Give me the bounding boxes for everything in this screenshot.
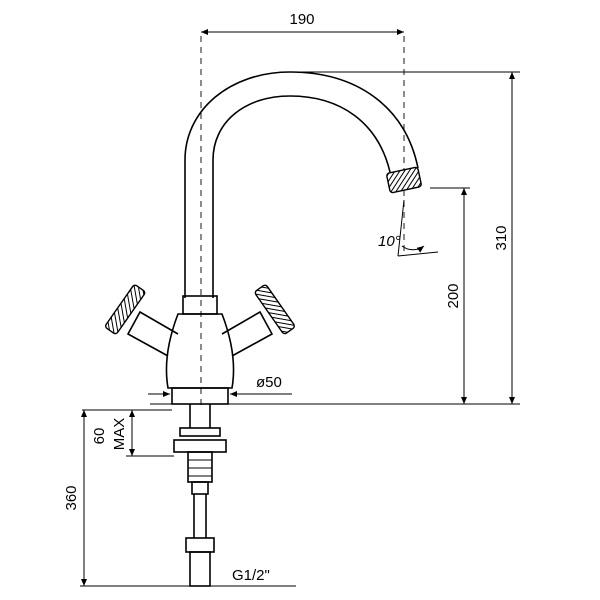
dim-hose-length: 360	[63, 485, 80, 510]
spout-inner-outline	[212, 95, 391, 298]
hose-end-fitting	[189, 551, 211, 587]
dimension-lines	[80, 29, 520, 587]
right-handle-knob	[254, 284, 295, 335]
dim-deck-thickness-max: MAX	[111, 418, 128, 451]
right-handle-arm	[221, 310, 274, 357]
dim-connection-thread: G1/2"	[232, 567, 270, 584]
lower-nut	[191, 481, 209, 495]
hose-connector	[185, 537, 215, 553]
dim-spout-reach: 190	[289, 11, 314, 28]
left-handle-arm	[126, 310, 179, 357]
dim-deck-thickness: 60	[91, 428, 108, 445]
threaded-stud	[187, 451, 213, 483]
mounting-washer	[179, 427, 221, 437]
mixer-body	[165, 313, 235, 389]
mounting-nut	[173, 439, 227, 453]
spout-outer-outline	[184, 71, 419, 298]
faucet-body	[105, 71, 422, 405]
central-collar	[182, 295, 218, 315]
dim-spout-angle: 10°	[378, 233, 401, 250]
dimension-labels: 190 310 200 10° ø50 60 MAX 360 G1/2"	[63, 11, 510, 584]
aerator	[386, 166, 422, 194]
mounting-hardware	[173, 404, 227, 587]
base-flange	[171, 387, 229, 405]
left-handle-knob	[105, 284, 146, 335]
dim-total-height: 310	[493, 225, 510, 250]
dim-outlet-height: 200	[445, 283, 462, 308]
dim-base-diameter: ø50	[256, 374, 282, 391]
